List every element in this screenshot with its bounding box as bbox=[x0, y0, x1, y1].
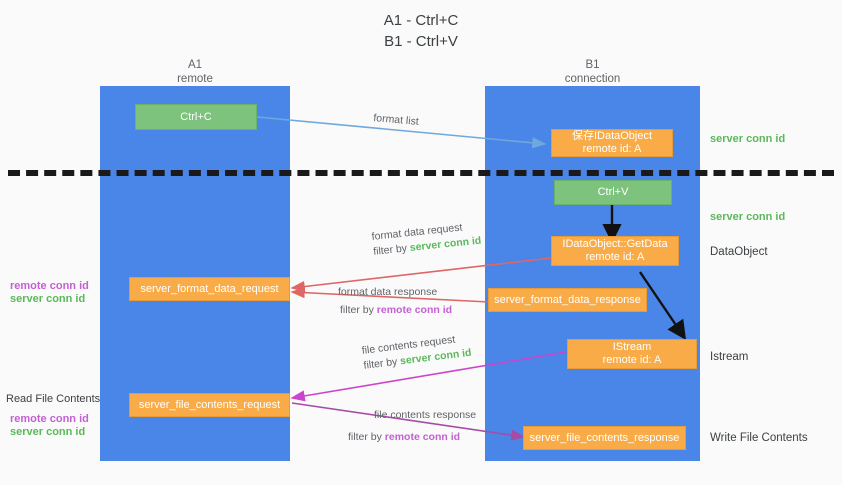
lane-a1-name: A1 bbox=[187, 59, 203, 71]
edge-label-file-contents-response-line2: filter by remote conn id bbox=[348, 430, 476, 445]
title-line-1: A1 - Ctrl+C bbox=[383, 12, 459, 29]
box-ctrl-v[interactable]: Ctrl+V bbox=[554, 180, 672, 205]
box-server-file-contents-response-label: server_file_contents_response bbox=[529, 431, 680, 444]
label-left-remote-conn-id-1: remote conn id bbox=[10, 280, 89, 292]
label-left-server-conn-id-2: server conn id bbox=[10, 426, 86, 438]
box-server-file-contents-request[interactable]: server_file_contents_request bbox=[129, 393, 290, 417]
box-save-idataobject[interactable]: 保存IDataObject remote id: A bbox=[551, 129, 673, 157]
edge-label-format-data-response: format data response filter by remote co… bbox=[338, 285, 452, 318]
label-right-server-conn-id-1: server conn id bbox=[710, 133, 786, 145]
phase-separator bbox=[8, 170, 834, 176]
lane-b1-name: B1 bbox=[585, 59, 600, 71]
label-left-server-conn-id-1: server conn id bbox=[10, 293, 86, 305]
filter-by-prefix: filter by bbox=[348, 431, 385, 443]
box-server-format-data-request[interactable]: server_format_data_request bbox=[129, 277, 290, 301]
filter-by-prefix: filter by bbox=[340, 304, 377, 316]
filter-value-remote-conn-id: remote conn id bbox=[384, 431, 461, 443]
box-istream-line1: IStream bbox=[612, 341, 652, 353]
edge-label-format-list: format list bbox=[373, 111, 420, 130]
lane-b1-role: connection bbox=[564, 73, 621, 85]
lane-a1-role: remote bbox=[177, 73, 213, 85]
box-istream[interactable]: IStream remote id: A bbox=[567, 339, 697, 369]
box-server-format-data-response-label: server_format_data_response bbox=[494, 293, 641, 306]
edge-label-file-contents-request: file contents request filter by server c… bbox=[361, 331, 472, 374]
edge-label-format-data-request: format data request filter by server con… bbox=[371, 219, 482, 260]
box-server-file-contents-request-label: server_file_contents_request bbox=[138, 398, 281, 411]
edge-label-file-contents-response: file contents response filter by remote … bbox=[348, 408, 477, 445]
box-istream-line2: remote id: A bbox=[602, 354, 662, 366]
box-save-idataobject-line1: 保存IDataObject bbox=[571, 130, 653, 142]
edge-label-format-list-text: format list bbox=[372, 111, 420, 128]
lane-header-b1: B1 connection bbox=[505, 58, 680, 86]
box-save-idataobject-line2: remote id: A bbox=[582, 143, 642, 155]
box-server-format-data-response[interactable]: server_format_data_response bbox=[488, 288, 647, 312]
box-idataobject-getdata[interactable]: IDataObject::GetData remote id: A bbox=[551, 236, 679, 266]
label-right-server-conn-id-2: server conn id bbox=[710, 211, 786, 223]
filter-by-prefix: filter by bbox=[372, 242, 411, 258]
box-getdata-line2: remote id: A bbox=[585, 251, 645, 263]
page-title: A1 - Ctrl+C B1 - Ctrl+V bbox=[0, 10, 842, 52]
label-left-remote-conn-id-2: remote conn id bbox=[10, 413, 89, 425]
label-right-write-file-contents: Write File Contents bbox=[710, 432, 808, 444]
box-ctrl-c[interactable]: Ctrl+C bbox=[135, 104, 257, 130]
title-line-2: B1 - Ctrl+V bbox=[384, 33, 458, 50]
box-ctrl-v-label: Ctrl+V bbox=[597, 186, 629, 198]
box-ctrl-c-label: Ctrl+C bbox=[180, 110, 212, 123]
label-left-read-file-contents: Read File Contents bbox=[6, 393, 101, 405]
filter-by-prefix: filter by bbox=[362, 355, 401, 372]
box-server-format-data-request-label: server_format_data_request bbox=[140, 282, 279, 295]
edge-label-format-data-response-line2: filter by remote conn id bbox=[340, 303, 452, 318]
filter-value-remote-conn-id: remote conn id bbox=[376, 304, 453, 316]
label-right-dataobject: DataObject bbox=[710, 246, 768, 258]
box-server-file-contents-response[interactable]: server_file_contents_response bbox=[523, 426, 686, 450]
label-right-istream: Istream bbox=[710, 351, 749, 363]
lane-header-a1: A1 remote bbox=[110, 58, 280, 86]
edge-label-file-contents-response-line1: file contents response bbox=[374, 409, 477, 421]
box-getdata-line1: IDataObject::GetData bbox=[562, 238, 668, 250]
edge-label-format-data-response-line1: format data response bbox=[338, 286, 438, 298]
